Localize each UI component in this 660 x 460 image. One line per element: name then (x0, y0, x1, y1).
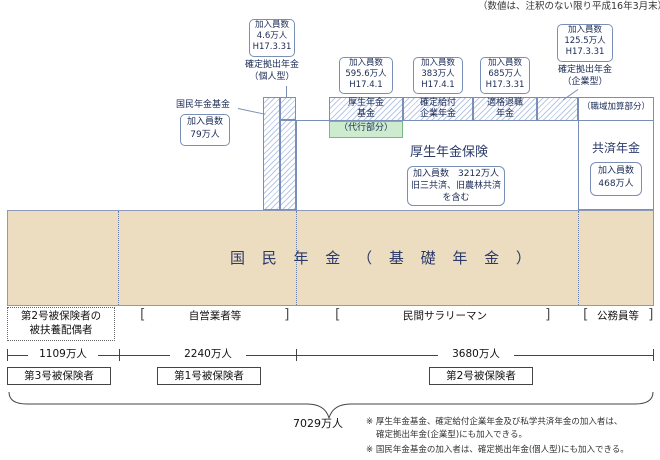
kosei-kikin-members-label: 加入員数 (348, 58, 383, 68)
kakutei-kojin-strip (280, 120, 296, 210)
kakutei-kigyo-title2: （企業型） (562, 77, 608, 87)
kokumin-kikin-box (263, 97, 280, 210)
kosei-kikin-members-box (339, 57, 393, 94)
kyosai-members-box (590, 162, 642, 196)
bracket-left: [ (335, 307, 341, 323)
kakutei-kojin-title1: 確定拠出年金 (244, 60, 299, 70)
group-jieigyo: 自営業者等 (188, 310, 242, 322)
bracket-left: [ (583, 307, 589, 323)
kyosai-nenkin-title: 共済年金 (591, 141, 640, 155)
category-dai2: 第2号被保険者 (429, 367, 533, 385)
kosei-members-box (407, 166, 505, 206)
kakutei-kojin-members-value: 4.6万人 (256, 31, 288, 41)
bracket-left: [ (140, 307, 146, 323)
bracket-right: ] (648, 307, 654, 323)
kakutei-kyufu-box (403, 97, 473, 121)
shokuiki-box (578, 97, 654, 121)
divider-line (118, 211, 119, 305)
kakutei-kojin-members-label: 加入員数 (254, 20, 289, 30)
total-count: 7029万人 (293, 417, 343, 430)
kakutei-kigyo-date: H17.3.31 (565, 47, 605, 57)
daiko-box (329, 121, 403, 138)
footnote-1a: ※ 厚生年金基金、確定給付企業年金及び私学共済年金の加入者は、 (366, 417, 623, 427)
data-date-note: （数値は、注釈のない限り平成16年3月末） (478, 1, 660, 12)
kakutei-kigyo-box (537, 97, 578, 121)
tekikaku-members-box (480, 57, 530, 94)
kakutei-kigyo-title1: 確定拠出年金 (557, 65, 612, 75)
kakutei-kigyo-members-label: 加入員数 (567, 25, 602, 35)
kakutei-kyufu-members-box (413, 57, 463, 94)
kosei-note2: を含む (442, 193, 470, 203)
kosei-kikin-date: H17.4.1 (349, 80, 383, 90)
kokumin-nenkin-title: 国 民 年 金 （ 基 礎 年 金 ） (230, 249, 537, 267)
footnote-2: ※ 国民年金基金の加入者は、確定拠出年金(個人型)にも加入できる。 (366, 445, 629, 455)
group-hifuyo-line2: 被扶養配偶者 (29, 324, 93, 336)
kokumin-nenkin-block (7, 210, 654, 306)
divider-line (296, 211, 297, 305)
shokuiki-label: （職域加算部分） (581, 102, 650, 112)
footnote-1b: 確定拠出年金(企業型)にも加入できる。 (376, 430, 527, 440)
kakutei-kyufu-title2: 企業年金 (419, 109, 456, 119)
count-jieigyo: 2240万人 (170, 348, 246, 361)
total-brace (8, 391, 654, 420)
leader-line (237, 108, 266, 115)
tekikaku-members-value: 685万人 (488, 69, 522, 79)
kakutei-kojin-box (280, 97, 296, 120)
kakutei-kigyo-members-box (557, 24, 613, 62)
kokumin-kikin-members-label: 加入員数 (186, 117, 223, 127)
bracket-right: ] (284, 307, 290, 323)
kokumin-kikin-members-box (180, 114, 230, 146)
range-tick (7, 349, 8, 361)
tekikaku-members-label: 加入員数 (487, 58, 522, 68)
kakutei-kojin-date: H17.3.31 (252, 42, 292, 52)
group-box-hifuyo (7, 307, 115, 341)
range-tick (119, 349, 120, 361)
count-hifuyo: 1109万人 (28, 348, 98, 361)
kakutei-kyufu-title1: 確定給付 (419, 98, 456, 108)
kakutei-kyufu-members-value: 383万人 (421, 69, 455, 79)
tekikaku-title1: 適格退職 (486, 98, 523, 108)
kosei-nenkin-title: 厚生年金保険 (410, 145, 489, 160)
kakutei-kojin-members-box (249, 19, 295, 57)
leader-line (286, 86, 287, 98)
range-tick (653, 349, 654, 361)
kosei-kikin-title1: 厚生年金 (347, 98, 384, 108)
daiko-label: （代行部分） (338, 123, 393, 133)
kosei-kikin-title2: 基金 (356, 109, 375, 119)
tekikaku-date: H17.3.31 (485, 80, 525, 90)
kakutei-kigyo-members-value: 125.5万人 (564, 36, 606, 46)
group-komuin: 公務員等 (597, 310, 639, 322)
kosei-note1: 旧三共済、旧農林共済 (410, 181, 501, 191)
kokumin-kikin-title: 国民年金基金 (175, 100, 230, 110)
tekikaku-title2: 年金 (495, 109, 514, 119)
group-hifuyo-line1: 第2号被保険者の (20, 310, 102, 322)
group-salaryman: 民間サラリーマン (403, 310, 487, 322)
category-dai1: 第1号被保険者 (157, 367, 261, 385)
divider-line (578, 211, 579, 305)
count-salaryman: 3680万人 (438, 348, 514, 361)
kyosai-members-value: 468万人 (598, 179, 634, 189)
kosei-kikin-members-value: 595.6万人 (345, 69, 387, 79)
kakutei-kyufu-date: H17.4.1 (421, 80, 455, 90)
kokumin-kikin-members-value: 79万人 (190, 130, 220, 140)
kosei-kikin-box (329, 97, 403, 121)
bracket-right: ] (545, 307, 551, 323)
category-dai3: 第3号被保険者 (7, 367, 111, 385)
kosei-members: 加入員数 3212万人 (413, 169, 499, 179)
kakutei-kojin-title2: （個人型） (249, 72, 295, 82)
kyosai-members-label: 加入員数 (597, 166, 634, 176)
kakutei-kyufu-members-label: 加入員数 (420, 58, 455, 68)
tekikaku-box (473, 97, 537, 121)
range-tick (296, 349, 297, 361)
